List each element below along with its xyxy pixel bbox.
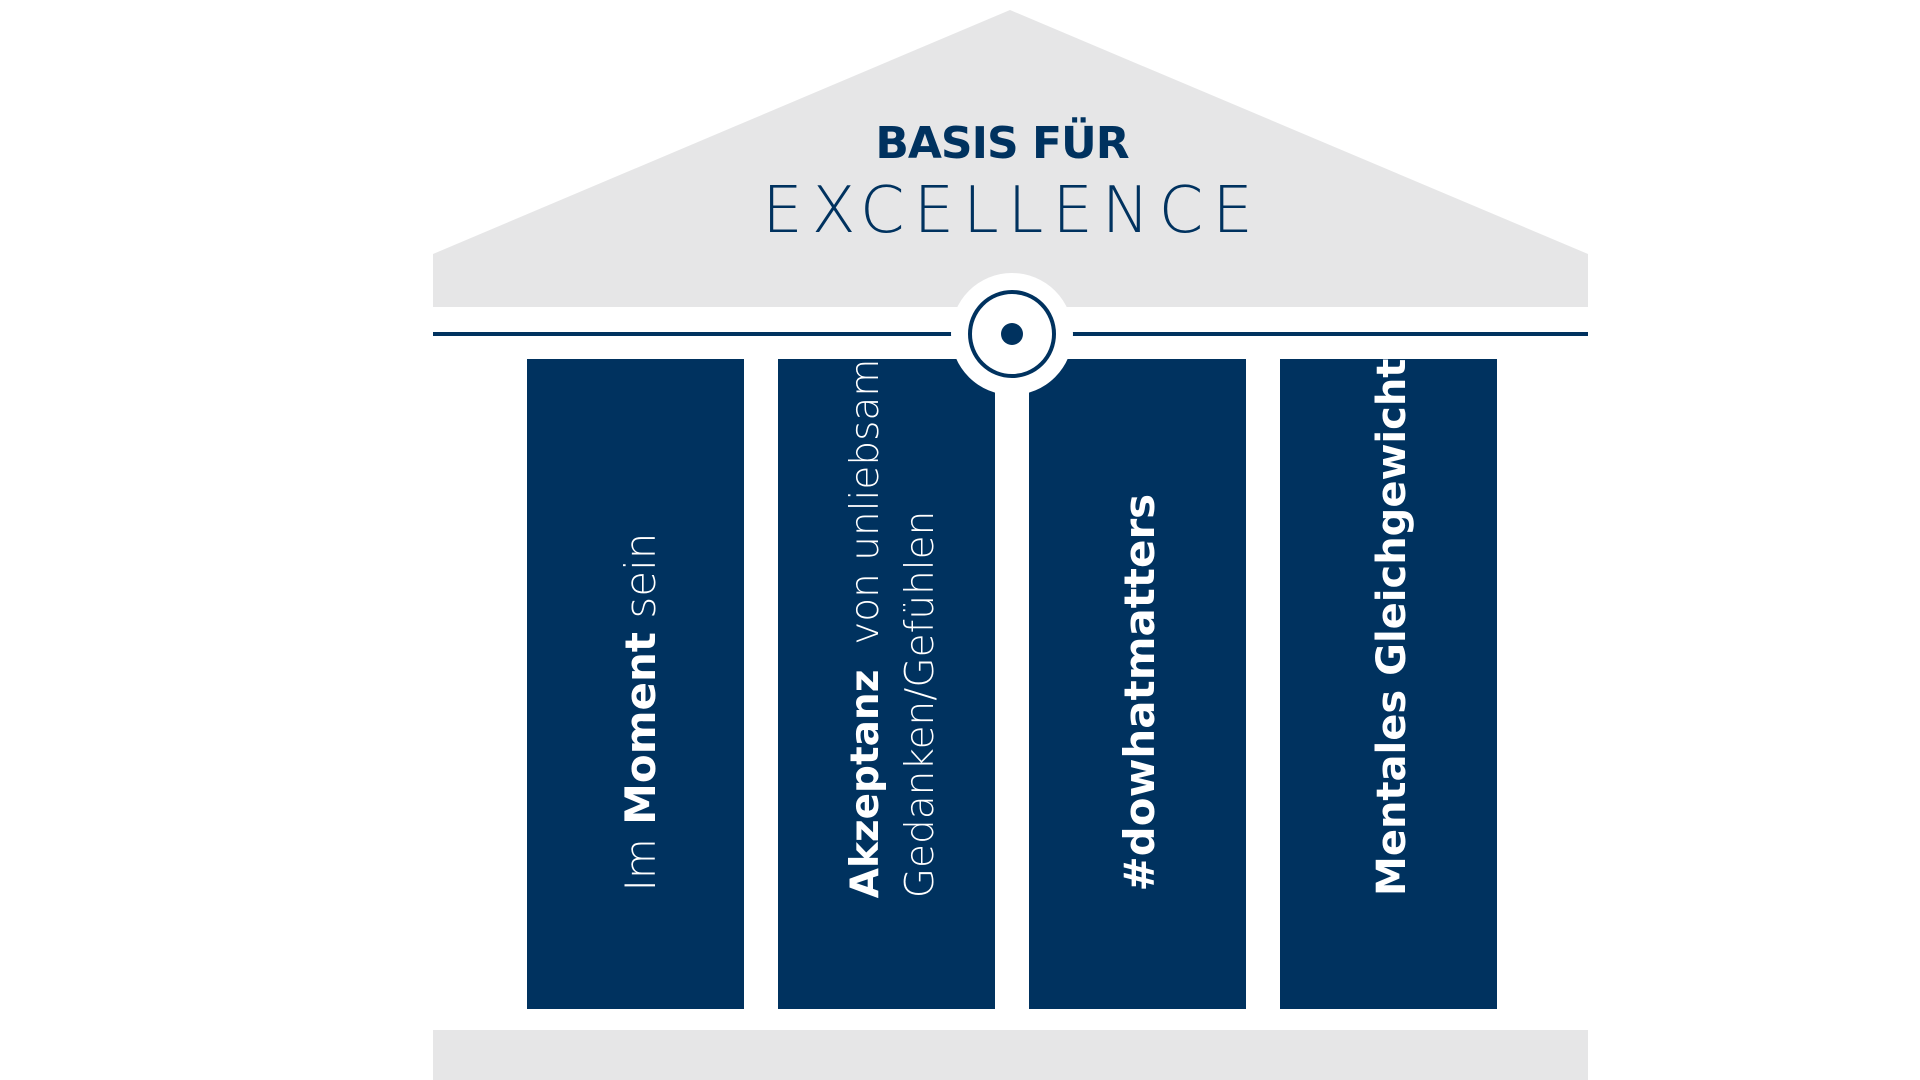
- pillar-2-part-2: von unliebsamen: [843, 310, 888, 670]
- pillar-label-2a: Akzeptanz von unliebsamen: [843, 248, 888, 985]
- pillar-labels: Im Moment sein Akzeptanz von unliebsamen…: [616, 248, 1415, 985]
- pillar-label-2b: Gedanken/Gefühlen: [898, 449, 943, 985]
- pillar-1-part-2: Moment: [616, 632, 665, 825]
- title-line-2: EXCELLENCE: [762, 174, 1262, 248]
- pillar-1-part-1: Im: [616, 825, 665, 892]
- pillar-3-part-1: #dowhatmatters: [1115, 494, 1164, 892]
- pillar-4: [1280, 359, 1497, 1009]
- pillar-2: [778, 359, 995, 1009]
- pillar-label-3: #dowhatmatters: [1115, 427, 1164, 985]
- pillar-label-1: Im Moment sein: [616, 466, 665, 985]
- pillar-2-part-1: Akzeptanz: [843, 670, 888, 899]
- pillar-1-part-3: sein: [616, 533, 665, 632]
- pillar-4-part-1: Mentales Gleichgewicht: [1369, 359, 1415, 896]
- pillar-label-4: Mentales Gleichgewicht: [1369, 295, 1415, 985]
- pillar-1: [527, 359, 744, 1009]
- base: [433, 1030, 1588, 1080]
- pillar-2-part-3: Gedanken/Gefühlen: [898, 511, 943, 899]
- title-line-1: BASIS FÜR: [875, 116, 1128, 169]
- target-icon: [951, 273, 1073, 1020]
- pillar-3: [1029, 359, 1246, 1009]
- roof: [433, 10, 1588, 307]
